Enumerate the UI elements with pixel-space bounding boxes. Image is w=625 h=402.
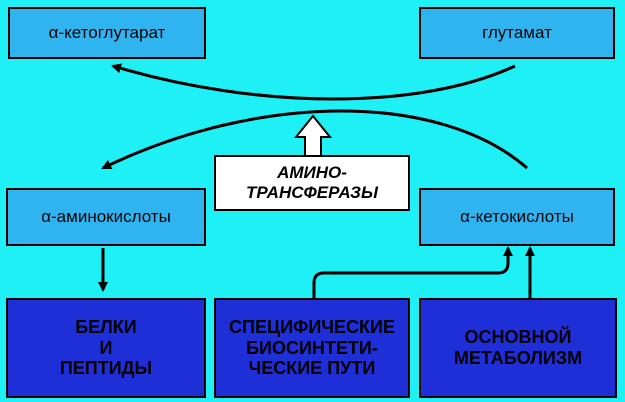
specific-biosynthetic-paths-box: СПЕЦИФИЧЕСКИЕ БИОСИНТЕТИ- ЧЕСКИЕ ПУТИ: [214, 298, 410, 398]
enzyme-hollow-arrow: [293, 114, 333, 155]
arrow-ketoacids-to-aminoacids: [101, 109, 528, 170]
glutamate-label: глутамат: [482, 23, 552, 43]
glutamate-box: глутамат: [419, 7, 615, 59]
proteins-line2: И: [99, 337, 113, 358]
alpha-ketoglutarate-box: α-кетоглутарат: [8, 7, 206, 59]
aminotransferases-box: АМИНО- ТРАНСФЕРАЗЫ: [214, 155, 410, 211]
alpha-amino-acids-box: α-аминокислоты: [6, 188, 206, 246]
alpha-ketoglutarate-label: α-кетоглутарат: [48, 23, 166, 43]
alpha-amino-acids-label: α-аминокислоты: [41, 207, 171, 227]
proteins-line3: ПЕПТИДЫ: [59, 358, 153, 379]
main-metabolism-box: ОСНОВНОЙ МЕТАБОЛИЗМ: [419, 298, 617, 398]
alpha-keto-acids-label: α-кетокислоты: [460, 207, 574, 227]
metabolism-line2: МЕТАБОЛИЗМ: [453, 348, 583, 368]
arrow-glutamate-to-ketoglutarate: [111, 63, 516, 101]
aminotransferases-line1: АМИНО-: [277, 163, 347, 183]
specific-line2: БИОСИНТЕТИ-: [246, 337, 378, 358]
arrow-specific-to-ketoacids: [312, 246, 513, 298]
proteins-peptides-box: БЕЛКИ И ПЕПТИДЫ: [6, 298, 206, 398]
proteins-line1: БЕЛКИ: [75, 316, 137, 337]
specific-line3: ЧЕСКИЕ ПУТИ: [248, 358, 376, 379]
specific-line1: СПЕЦИФИЧЕСКИЕ: [229, 316, 395, 337]
alpha-keto-acids-box: α-кетокислоты: [419, 188, 615, 246]
aminotransferases-line2: ТРАНСФЕРАЗЫ: [246, 183, 378, 202]
metabolism-line1: ОСНОВНОЙ: [464, 327, 572, 348]
